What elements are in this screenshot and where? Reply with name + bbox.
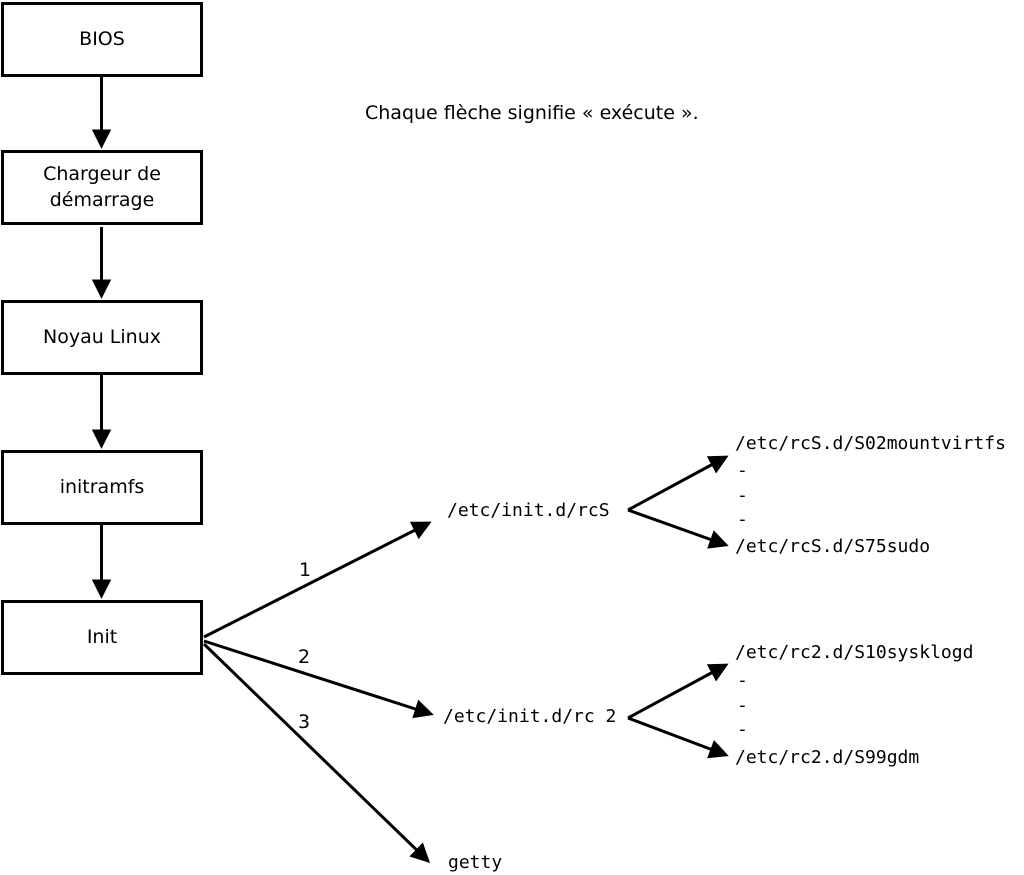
- ellipsis-dash: -: [737, 460, 748, 482]
- arrow-rcS-to-S75sudo: [627, 508, 729, 549]
- node-initramfs: initramfs: [1, 450, 203, 525]
- label-rc2-S99gdm: /etc/rc2.d/S99gdm: [735, 747, 920, 769]
- arrow-init-to-getty: [202, 642, 431, 864]
- node-bios: BIOS: [1, 2, 203, 77]
- label-init-d-rcS: /etc/init.d/rcS: [447, 500, 610, 522]
- branch-number-2: 2: [297, 646, 311, 668]
- ellipsis-dash: -: [737, 719, 748, 741]
- label-rcS-S75sudo: /etc/rcS.d/S75sudo: [735, 536, 931, 558]
- arrow-init-to-rcS: [203, 521, 432, 639]
- ellipsis-dash: -: [737, 670, 748, 692]
- node-init: Init: [1, 600, 203, 675]
- node-bootloader: Chargeur de démarrage: [1, 150, 203, 225]
- arrow-rcS-to-S02mountvirtfs: [627, 455, 729, 512]
- legend-note: Chaque flèche signifie « exécute ».: [365, 102, 699, 125]
- label-init-d-rc2: /etc/init.d/rc 2: [443, 706, 617, 728]
- branch-number-3: 3: [297, 711, 311, 733]
- branch-number-1: 1: [298, 559, 312, 581]
- label-rc2-S10sysklogd: /etc/rc2.d/S10sysklogd: [735, 642, 974, 664]
- label-getty: getty: [448, 852, 503, 874]
- node-kernel: Noyau Linux: [1, 300, 203, 375]
- ellipsis-dash: -: [737, 509, 748, 531]
- arrow-init-to-rc2: [203, 639, 434, 719]
- arrow-rc2-to-S99gdm: [627, 716, 729, 759]
- ellipsis-dash: -: [737, 695, 748, 717]
- arrow-rc2-to-S10sysklogd: [627, 663, 729, 720]
- label-rcS-S02mountvirtfs: /etc/rcS.d/S02mountvirtfs: [735, 433, 1006, 455]
- ellipsis-dash: -: [737, 485, 748, 507]
